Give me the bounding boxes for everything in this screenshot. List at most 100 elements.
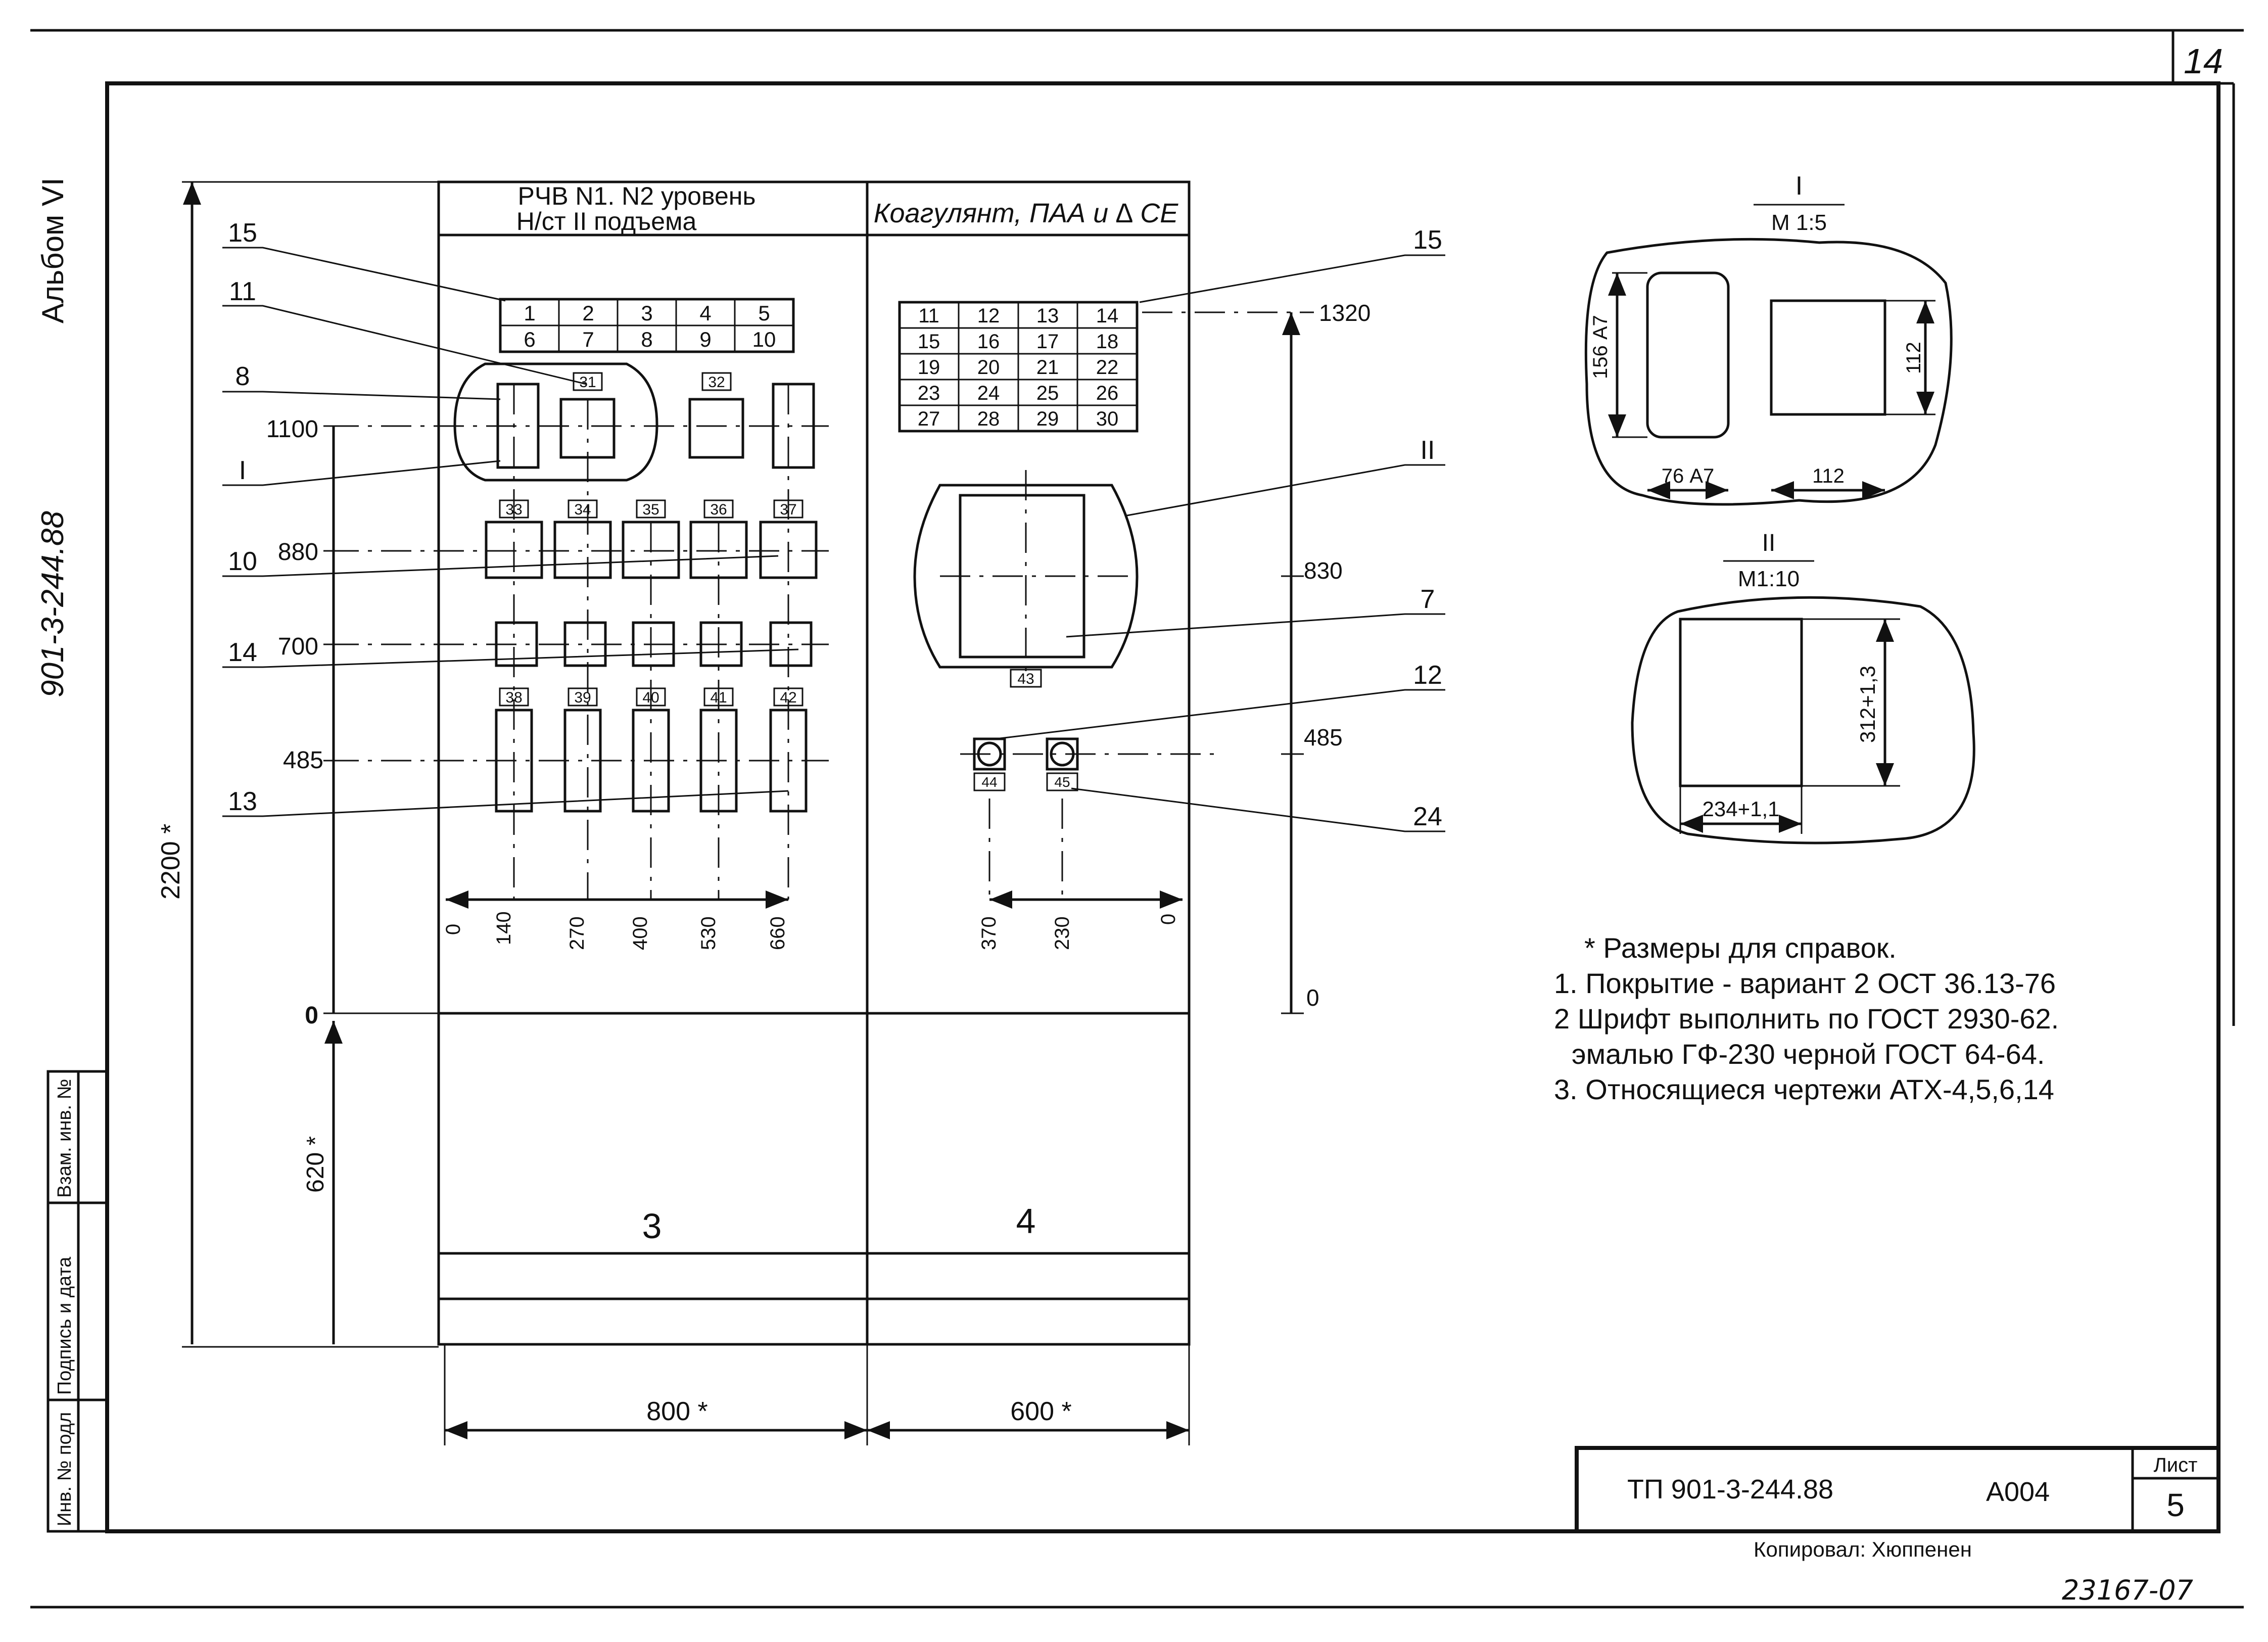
table-cell: 11 (918, 305, 939, 327)
panel4-y-dimension-labels: 1320 830 485 0 (1304, 300, 1371, 1011)
table-cell: 19 (918, 356, 940, 379)
leader-label: 11 (229, 277, 256, 306)
table-cell: 18 (1096, 331, 1119, 353)
table-cell: 20 (977, 356, 1000, 379)
dimension-label: 370 (978, 916, 1000, 950)
note-line: 2 Шрифт выполнить по ГОСТ 2930-62. (1554, 1003, 2059, 1035)
table-cell: 8 (641, 327, 652, 351)
note-line: * Размеры для справок. (1584, 932, 1897, 964)
note-line: 3. Относящиеся чертежи АТХ-4,5,6,14 (1554, 1073, 2054, 1105)
panel3-center-lines (446, 384, 789, 909)
dimension-label: 700 (278, 633, 318, 660)
dimension-label: 234+1,1 (1703, 797, 1780, 821)
panel3-title-line1: РЧВ N1. N2 уровень (518, 182, 756, 210)
panel3-leaders (222, 247, 799, 817)
dimension-label: 156 А7 (1589, 315, 1612, 379)
table-cell: 14 (1096, 305, 1119, 327)
box-label: 43 (1017, 671, 1034, 687)
box-label: 34 (574, 501, 591, 518)
note-line: 1. Покрытие - вариант 2 ОСТ 36.13-76 (1554, 967, 2056, 999)
table-cell: 12 (977, 305, 1000, 327)
box-label: 35 (642, 501, 659, 518)
table-cell: 30 (1096, 408, 1119, 430)
table-cell: 6 (524, 327, 535, 351)
dimension-label: 0 (442, 924, 464, 935)
box-label: 32 (708, 374, 725, 391)
dimension-label: 0 (1306, 984, 1319, 1011)
panel4-display (913, 470, 1139, 688)
table-cell: 23 (918, 382, 940, 404)
box-label: 36 (710, 501, 727, 518)
dimension-label: 112 (1903, 342, 1925, 374)
table-cell: 2 (582, 301, 594, 325)
panel4-lamp-labels: 44 45 (981, 774, 1070, 790)
dimension-label: 1320 (1319, 300, 1371, 326)
dimension-label: 76 А7 (1662, 465, 1715, 487)
title-block-sheet-number: 5 (2166, 1487, 2185, 1523)
cabinet-outline (182, 180, 1191, 1348)
panel3-row-880 (328, 521, 829, 579)
leader-label: 8 (235, 362, 250, 391)
table-cell: 26 (1096, 382, 1119, 404)
dimension-label: 400 (629, 916, 651, 950)
table-cell: 21 (1036, 356, 1059, 379)
note-line: эмалью ГФ-230 черной ГОСТ 64-64. (1572, 1038, 2045, 1070)
leader-label: 12 (1413, 661, 1442, 690)
table-cell: 4 (699, 301, 711, 325)
panel3-y-dimension-labels: 1100 880 700 485 0 (266, 416, 323, 1029)
leader-label: 10 (228, 547, 257, 576)
leader-label: I (239, 456, 246, 485)
detail2-scale: М1:10 (1738, 567, 1800, 591)
stamp-signature-date: Подпись и дата (54, 1256, 75, 1395)
panel3-table-cells: 1 2 3 4 5 6 7 8 9 10 (524, 301, 776, 351)
table-cell: 3 (641, 301, 652, 325)
panel4-number: 4 (1016, 1201, 1036, 1241)
dimension-base: 620 * (302, 1136, 329, 1193)
table-cell: 24 (977, 382, 1000, 404)
panel3-leader-labels: 15 11 8 I 10 14 13 (228, 218, 257, 816)
dimension-label: 1100 (266, 416, 318, 443)
leader-label: 15 (1413, 225, 1442, 255)
leader-label: II (1421, 436, 1435, 465)
stamp-inv-no: Инв. № подл (54, 1412, 75, 1526)
dimension-label: 140 (493, 911, 515, 945)
detail1-scale: М 1:5 (1771, 210, 1827, 235)
panel4-leaders (995, 254, 1445, 832)
title-block-sheet-label: Лист (2154, 1454, 2198, 1476)
dimension-label: 530 (697, 916, 720, 950)
panel4-table-cells: 11 12 13 14 15 16 17 18 19 20 21 22 23 2… (918, 305, 1119, 430)
table-cell: 27 (918, 408, 940, 430)
panel4-table (898, 301, 1139, 433)
panel3-vertical-dimensions (183, 182, 349, 1344)
panel4-lamps (960, 737, 1223, 909)
panel4-title: Коагулянт, ПАА и ∆ СЕ (874, 198, 1179, 228)
side-project-number: 901-3-244.88 (35, 511, 70, 697)
table-cell: 22 (1096, 356, 1119, 379)
table-cell: 9 (699, 327, 711, 351)
dimension-label: 880 (278, 539, 318, 566)
stamp-replace-inv: Взам. инв. № (54, 1079, 75, 1198)
panel3-row-485 (328, 709, 829, 813)
corner-sheet-number: 14 (2184, 41, 2223, 81)
dimension-label: 230 (1051, 916, 1073, 950)
order-number: 23167-07 (2062, 1574, 2193, 1606)
detail1-dimensions: 156 А7 76 А7 112 112 (1589, 315, 1925, 487)
leader-label: 13 (228, 787, 257, 816)
side-stamp (46, 1070, 109, 1533)
detail1-label: I (1796, 171, 1803, 201)
dimension-width-800: 800 * (646, 1397, 707, 1426)
table-cell: 1 (524, 301, 535, 325)
table-cell: 7 (582, 327, 594, 351)
box-label: 44 (981, 774, 997, 790)
panel3-title-line2: Н/ст II подъема (516, 207, 697, 236)
leader-label: 7 (1421, 585, 1435, 614)
panel3-table (499, 298, 795, 353)
width-dimensions (444, 1344, 1190, 1445)
table-cell: 15 (918, 331, 940, 353)
box-label: 45 (1054, 774, 1070, 790)
notes: * Размеры для справок. 1. Покрытие - вар… (1554, 932, 2059, 1105)
table-cell: 16 (977, 331, 1000, 353)
dimension-label: 660 (767, 916, 789, 950)
side-album-label: Альбом VI (36, 177, 70, 323)
